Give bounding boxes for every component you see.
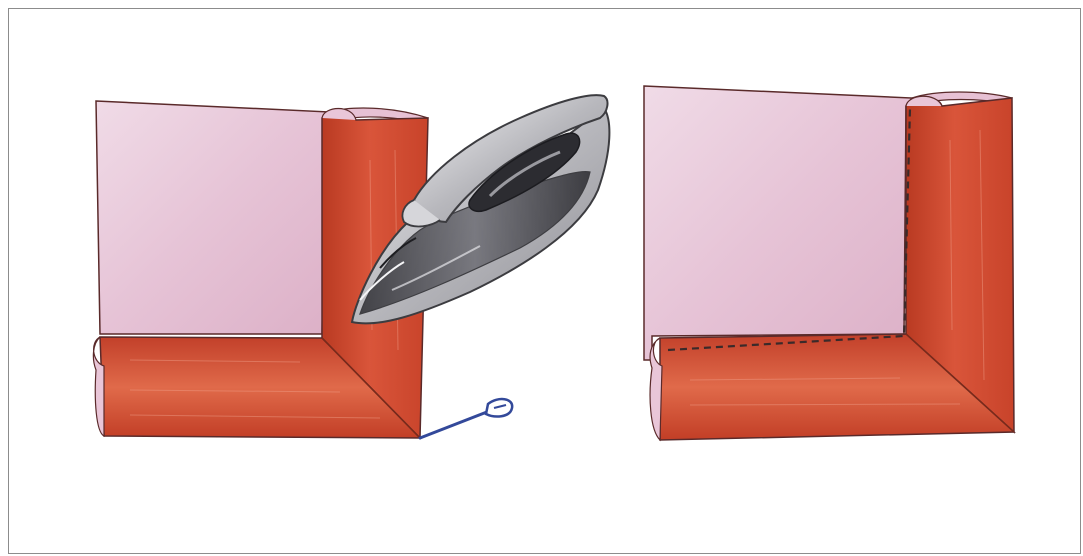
right-fabric-panel bbox=[644, 86, 1014, 440]
needle-icon bbox=[420, 399, 512, 438]
